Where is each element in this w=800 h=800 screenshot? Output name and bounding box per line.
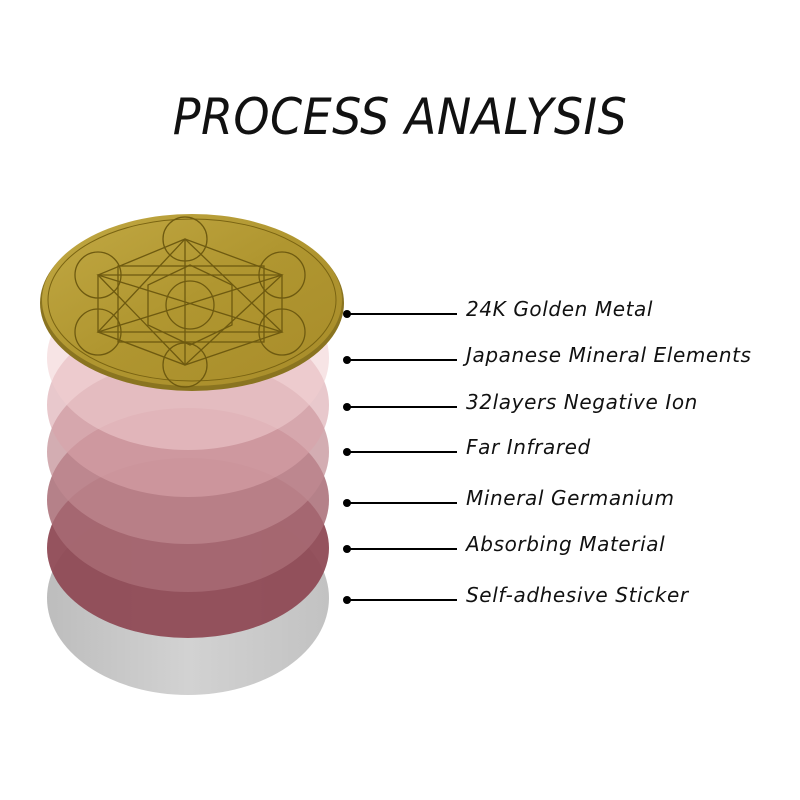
callout-mineral-germanium: Mineral Germanium: [343, 486, 800, 510]
callout-absorbing-material: Absorbing Material: [343, 532, 800, 556]
callout-sticker: Self-adhesive Sticker: [343, 583, 800, 607]
callout-mineral-elements: Japanese Mineral Elements: [343, 343, 800, 367]
layer-label: Far Infrared: [466, 435, 591, 459]
layer-label: Japanese Mineral Elements: [466, 343, 752, 367]
layer-label: Mineral Germanium: [466, 486, 675, 510]
leader-line: [347, 548, 457, 550]
leader-line: [347, 406, 457, 408]
layer-label: 24K Golden Metal: [466, 297, 654, 321]
leader-line: [347, 313, 457, 315]
layer-label: Absorbing Material: [466, 532, 666, 556]
leader-line: [347, 599, 457, 601]
leader-line: [347, 502, 457, 504]
page-title: PROCESS ANALYSIS: [172, 88, 628, 146]
layer-label: Self-adhesive Sticker: [466, 583, 689, 607]
leader-line: [347, 359, 457, 361]
layer-label: 32layers Negative Ion: [466, 390, 698, 414]
gold-coin-layer: [40, 214, 344, 391]
callout-negative-ion: 32layers Negative Ion: [343, 390, 800, 414]
callout-far-infrared: Far Infrared: [343, 435, 800, 459]
leader-line: [347, 451, 457, 453]
callout-golden-metal: 24K Golden Metal: [343, 297, 800, 321]
